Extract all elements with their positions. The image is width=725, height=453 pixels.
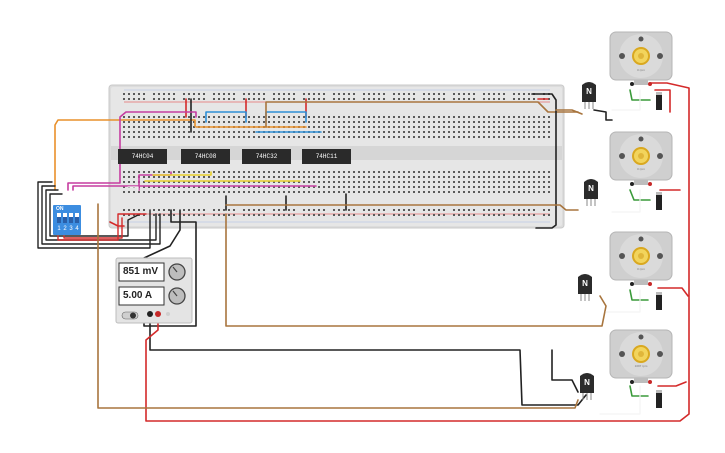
wire-white-m2[interactable]: [611, 189, 641, 213]
wire-black-trans-1[interactable]: [593, 109, 613, 121]
motor-label-2: 0 rpm: [637, 167, 645, 171]
wire-red-m3[interactable]: [657, 287, 689, 297]
wire-magenta-1[interactable]: [67, 111, 197, 191]
transistor-label-3: N: [582, 279, 588, 288]
dc-motor[interactable]: [609, 231, 673, 310]
npn-transistor[interactable]: [578, 274, 592, 301]
wire-green-m3[interactable]: [629, 289, 649, 301]
wire-black-dip-3[interactable]: [45, 189, 157, 241]
npn-transistor[interactable]: [584, 179, 598, 206]
wire-green-m4[interactable]: [629, 385, 649, 397]
chip-74hc11[interactable]: [302, 149, 351, 164]
wire-white-m4[interactable]: [599, 385, 641, 415]
dc-motor[interactable]: [609, 31, 673, 110]
transistor-label-1: N: [586, 87, 592, 96]
voltage-display: 851 mV: [123, 266, 159, 277]
wire-black-psu-2[interactable]: [143, 209, 197, 327]
wire-layer[interactable]: [37, 82, 690, 422]
wire-blue-top-1[interactable]: [205, 111, 247, 123]
transistor-label-4: N: [584, 378, 590, 387]
npn-transistor[interactable]: [580, 373, 594, 400]
wire-black-dip-2[interactable]: [41, 185, 161, 245]
wire-brown-base-3[interactable]: [97, 203, 579, 409]
npn-transistor[interactable]: [582, 82, 596, 109]
wire-brown-base-2[interactable]: [225, 213, 607, 327]
wire-orange-top[interactable]: [54, 119, 196, 191]
wire-green-m1[interactable]: [629, 89, 651, 101]
power-supply[interactable]: [115, 257, 193, 324]
wire-magenta-2[interactable]: [72, 185, 317, 191]
transistor-label-2: N: [588, 184, 594, 193]
dip-switch[interactable]: [53, 205, 81, 235]
dip-on-label: ON: [56, 206, 64, 212]
positive-terminal[interactable]: [155, 311, 161, 317]
negative-terminal[interactable]: [147, 311, 153, 317]
dc-motor[interactable]: [609, 329, 673, 408]
wire-black-psu[interactable]: [149, 313, 587, 406]
wire-red-dip-2[interactable]: [63, 217, 123, 239]
dip-position-2: 2: [63, 226, 67, 232]
wire-black-dip-4[interactable]: [49, 193, 141, 237]
wire-brown-top[interactable]: [265, 101, 579, 128]
wire-white-m1[interactable]: [611, 89, 641, 111]
wire-black-trans-2[interactable]: [551, 349, 579, 393]
motor-label-4: 1097 rpm: [634, 364, 648, 368]
dc-motor[interactable]: [609, 131, 673, 210]
diode[interactable]: [656, 192, 662, 210]
dip-position-1: 1: [57, 226, 61, 232]
chip-74hc32[interactable]: [242, 149, 291, 164]
wire-red-dip-1[interactable]: [57, 213, 147, 241]
wire-black-rail-top[interactable]: [531, 93, 557, 229]
motor-label-3: 0 rpm: [637, 267, 645, 271]
wire-black-dip-1[interactable]: [37, 181, 151, 249]
dip-position-3: 3: [69, 226, 73, 232]
dip-position-4: 4: [75, 226, 79, 232]
motor-label-1: 0 rpm: [637, 68, 645, 72]
diode[interactable]: [656, 92, 662, 110]
chip-74hc04[interactable]: [118, 149, 167, 164]
wire-red-psu[interactable]: [145, 82, 690, 422]
wire-yellow-2[interactable]: [152, 171, 212, 176]
wire-brown-base-1[interactable]: [555, 109, 583, 115]
diode[interactable]: [656, 390, 662, 408]
wire-brown-bot-rail[interactable]: [225, 204, 579, 211]
wire-white-1[interactable]: [127, 186, 139, 191]
wire-green-m2[interactable]: [629, 189, 651, 201]
chip-74hc08[interactable]: [181, 149, 230, 164]
wire-red-m1[interactable]: [654, 89, 671, 113]
wire-white-m3[interactable]: [605, 289, 641, 313]
wire-red-psu-rail[interactable]: [109, 221, 125, 227]
current-display: 5.00 A: [123, 290, 153, 301]
wire-red-m4[interactable]: [657, 381, 687, 387]
diode[interactable]: [656, 292, 662, 310]
